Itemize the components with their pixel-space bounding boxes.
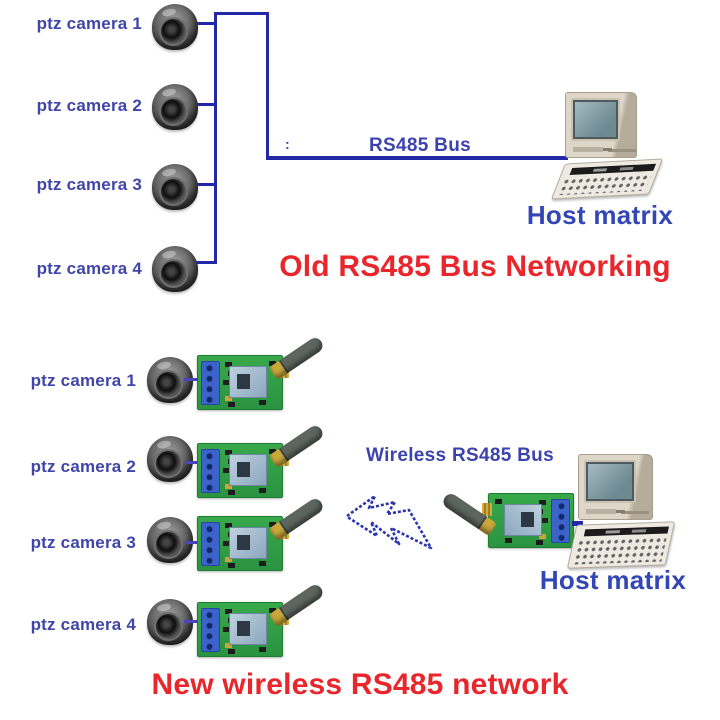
old-network-title: Old RS485 Bus Networking — [279, 250, 671, 283]
keyboard-display-strip — [583, 526, 670, 537]
camera3-module-link — [185, 541, 200, 544]
rf-module-icon — [482, 493, 574, 548]
dome-camera-icon — [152, 84, 198, 130]
rf-module-icon — [197, 443, 289, 498]
rf-chip-board — [229, 613, 267, 645]
bus-colon-mark: : — [285, 136, 290, 152]
new-camera-2-label: ptz camera 2 — [30, 457, 136, 476]
rf-module-icon — [197, 602, 289, 657]
old-host-matrix-label: Host matrix — [526, 200, 674, 230]
new-host-matrix-label: Host matrix — [539, 565, 687, 595]
control-keyboard-icon — [566, 521, 676, 569]
terminal-block — [201, 522, 220, 566]
camera1-module-link — [184, 378, 200, 381]
dome-camera-icon — [147, 517, 193, 563]
rf-chip-board — [229, 366, 267, 398]
camera2-module-link — [185, 461, 200, 464]
terminal-block — [201, 608, 220, 652]
bus-vertical-line — [214, 12, 217, 264]
new-camera-3-label: ptz camera 3 — [30, 533, 136, 552]
dome-camera-icon — [152, 4, 198, 50]
crt-monitor-icon — [565, 92, 637, 158]
old-camera-1-label: ptz camera 1 — [36, 14, 142, 33]
pcb-components — [225, 450, 232, 455]
bus-right-vertical-line — [266, 12, 269, 159]
monitor-screen — [584, 460, 636, 503]
camera4-module-link — [184, 620, 200, 623]
rs485-bus-label: RS485 Bus — [369, 135, 471, 156]
new-camera-4-label: ptz camera 4 — [30, 615, 136, 634]
bus-top-line — [214, 12, 269, 15]
wireless-rs485-bus-label: Wireless RS485 Bus — [366, 445, 554, 466]
rf-module-icon — [197, 516, 289, 571]
monitor-vents — [573, 147, 603, 152]
pcb-components — [225, 362, 232, 367]
dome-camera-icon — [152, 246, 198, 292]
old-camera-4-label: ptz camera 4 — [36, 259, 142, 278]
new-camera-1-label: ptz camera 1 — [30, 371, 136, 390]
camera1-drop-line — [197, 22, 217, 25]
bus-horizontal-line — [266, 156, 568, 160]
keyboard-keys — [572, 536, 668, 565]
rf-chip-board — [229, 454, 267, 486]
terminal-block — [551, 499, 570, 543]
terminal-block — [201, 361, 220, 405]
control-keyboard-icon — [550, 158, 664, 200]
pcb-components — [225, 523, 232, 528]
camera2-drop-line — [197, 103, 217, 106]
camera3-drop-line — [197, 183, 217, 186]
dome-camera-icon — [152, 164, 198, 210]
rf-chip-board — [229, 527, 267, 559]
crt-monitor-icon — [578, 454, 653, 520]
monitor-vents — [586, 509, 616, 514]
module-host-link — [572, 521, 583, 526]
rf-module-icon — [197, 355, 289, 410]
dome-camera-icon — [147, 599, 193, 645]
pcb-components — [225, 609, 232, 614]
dome-camera-icon — [147, 436, 193, 482]
new-network-title: New wireless RS485 network — [151, 668, 569, 701]
old-camera-3-label: ptz camera 3 — [36, 175, 142, 194]
monitor-screen — [571, 98, 620, 141]
terminal-block — [201, 449, 220, 493]
rf-chip-board — [504, 504, 542, 536]
old-camera-2-label: ptz camera 2 — [36, 96, 142, 115]
lightning-bolt-icon — [345, 494, 433, 550]
camera4-drop-line — [196, 261, 217, 264]
keyboard-keys — [557, 173, 653, 196]
